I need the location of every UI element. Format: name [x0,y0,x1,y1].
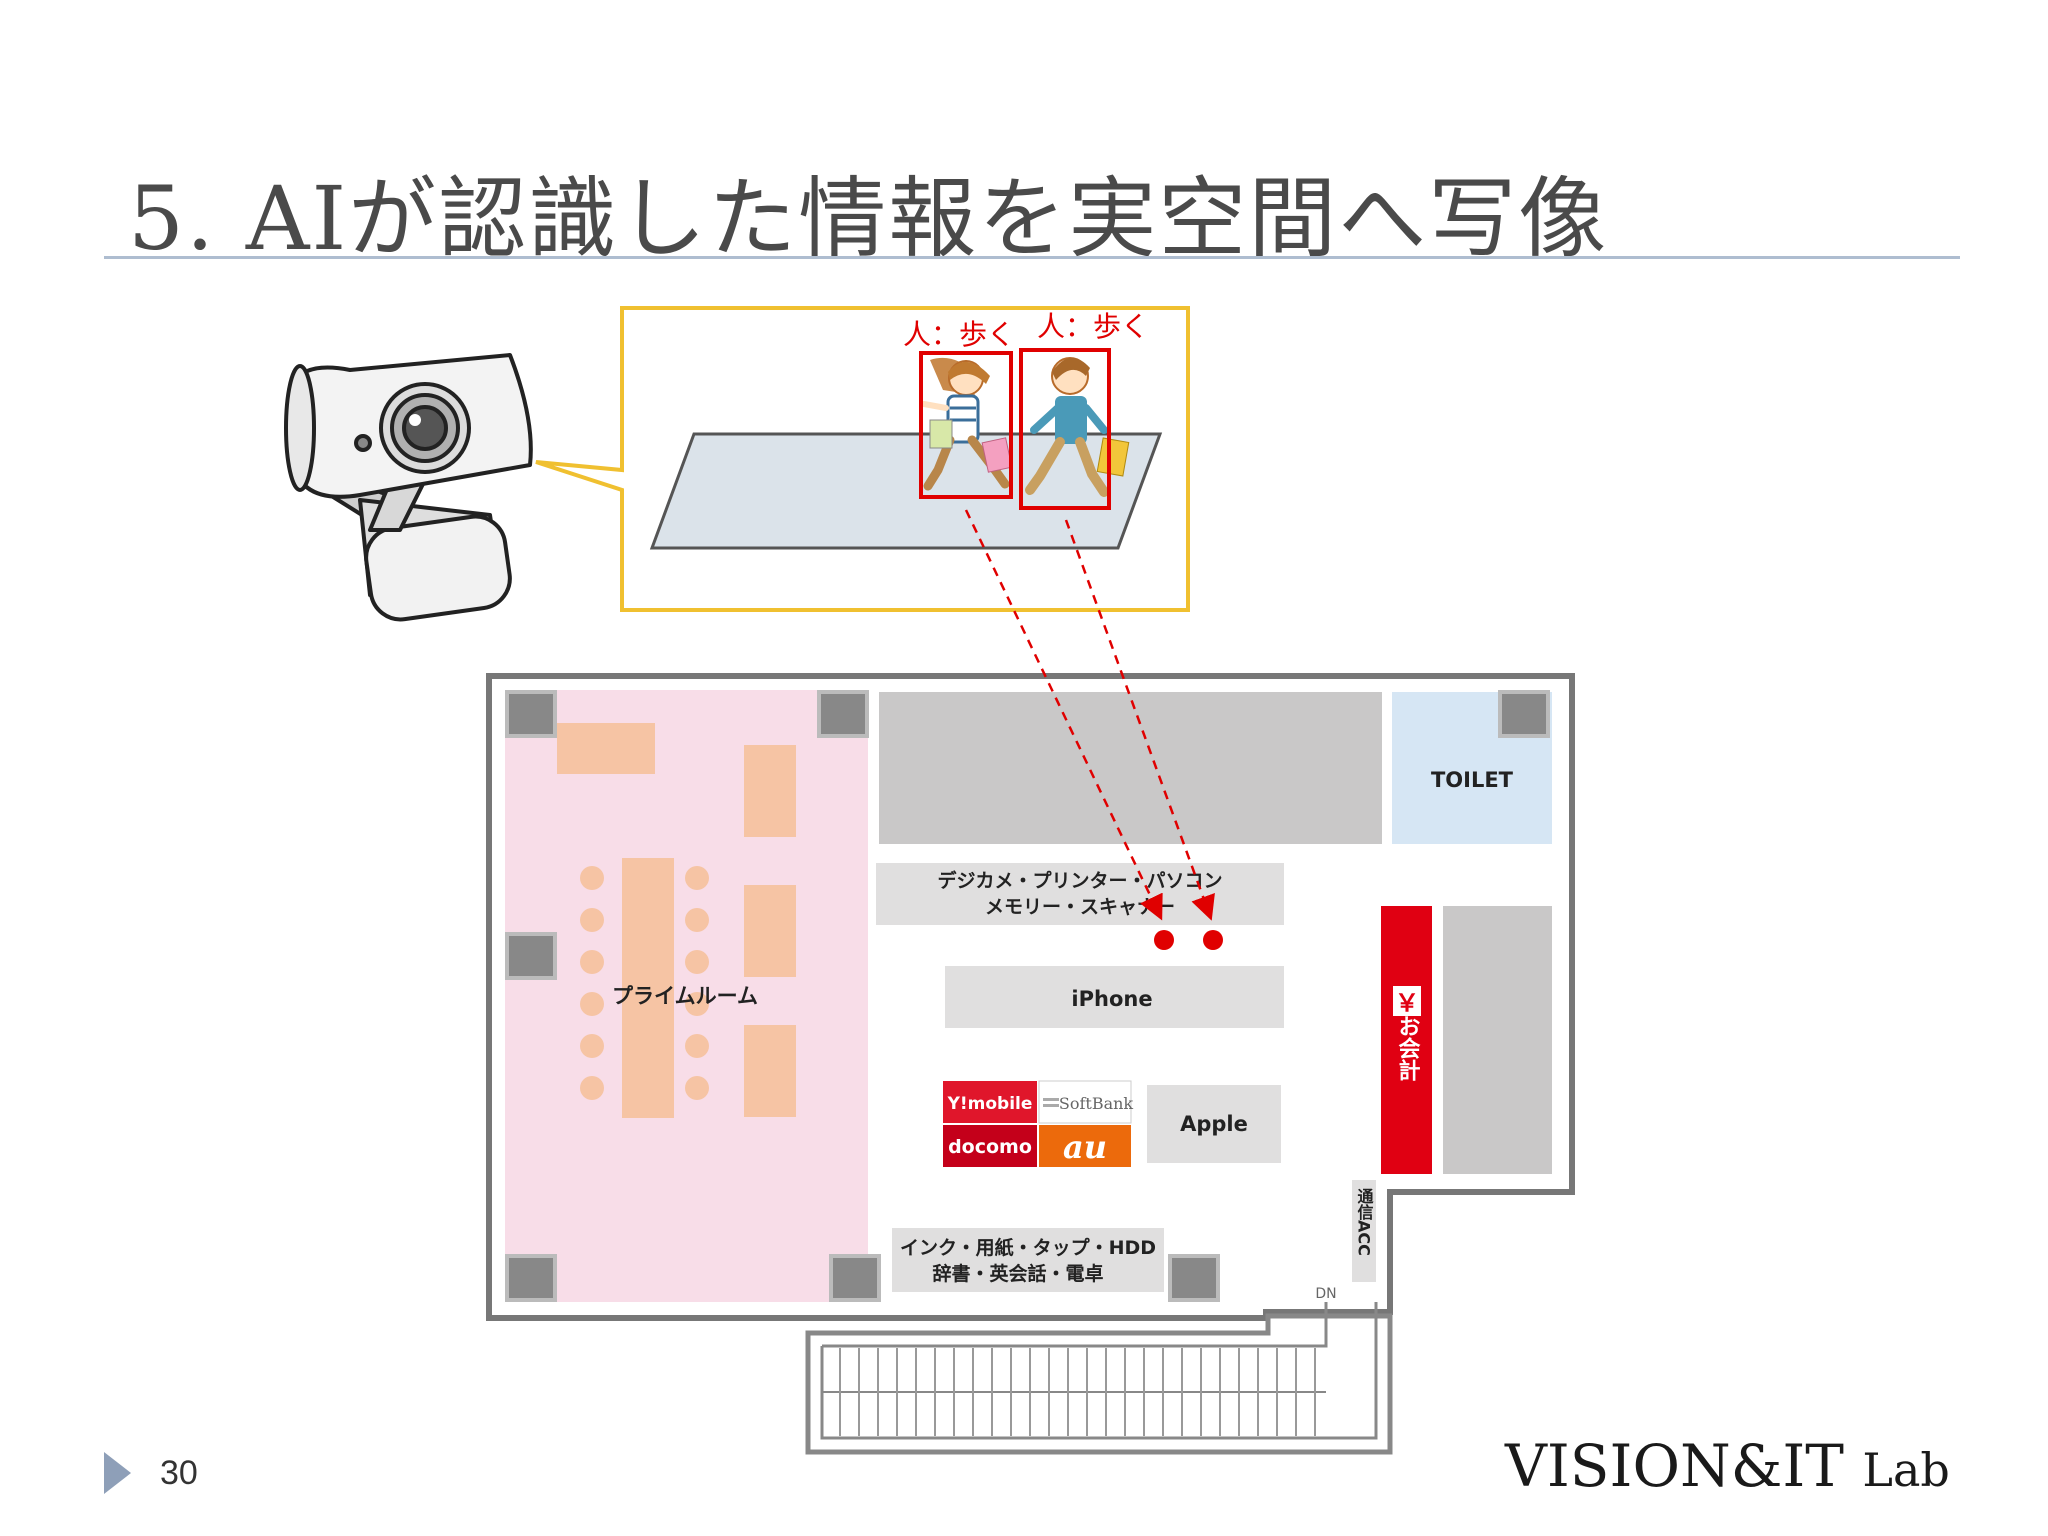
apple-label: Apple [1180,1112,1248,1136]
mapped-position-2 [1203,930,1223,950]
slide-title: 5. AIが認識した情報を実空間へ写像 [128,167,1609,270]
checkout-counter [1381,906,1432,1174]
brand-lab: Lab [1862,1443,1950,1497]
footer-triangle-icon [104,1452,131,1494]
prime-room-furniture [557,723,796,1118]
svg-text:お会計: お会計 [1395,1015,1421,1081]
mapped-position-1 [1154,930,1174,950]
digicam-shelf [876,863,1284,925]
webcam-icon [284,353,533,622]
digicam-label-2: メモリー・スキャナー [985,896,1175,918]
detection-label-2: 人：歩く [1037,310,1149,343]
comm-acc-label: 通信ACC [1355,1188,1374,1256]
floor-area [649,432,1163,550]
back-wall-shelf [879,692,1382,844]
digicam-label-1: デジカメ・プリンター・パソコン [937,869,1222,892]
right-wall-shelf [1443,906,1552,1174]
docomo-logo: docomo [948,1136,1032,1158]
title-divider [104,256,1960,259]
brand-main: VISION&IT [1505,1432,1844,1500]
iphone-shelf [945,966,1284,1028]
ink-shelf [892,1228,1164,1292]
detection-box-1 [919,351,1013,499]
camera-view-callout: 人：歩く 人：歩く [535,306,1190,612]
ink-label-1: インク・用紙・タップ・HDD [900,1236,1156,1259]
detection-label-1: 人：歩く [903,318,1015,351]
pillars [505,690,1550,1302]
detection-box-2 [1019,348,1111,510]
prime-room-label: プライムルーム [612,984,758,1008]
ymobile-logo: Y!mobile [947,1094,1033,1114]
floor-plan: プライムルーム TOILET デジカメ・プリンター・パソコン メモリー・スキャナ… [486,673,1575,1455]
yen-icon: ￥ [1395,989,1419,1017]
au-logo: au [1063,1128,1107,1166]
walking-man-figure [1025,357,1130,497]
projection-arrows [964,509,1215,921]
softbank-logo: SoftBank [1059,1094,1134,1113]
stairs-dn-label: DN [1315,1286,1336,1302]
iphone-label: iPhone [1071,987,1152,1011]
ink-label-2: 辞書・英会話・電卓 [932,1262,1103,1285]
staircase [805,1302,1393,1455]
prime-room-area [505,690,868,1302]
toilet-label: TOILET [1431,768,1514,792]
comm-acc-shelf [1352,1180,1376,1282]
page-number: 30 [160,1454,198,1492]
brand-logo: VISION&IT Lab [1505,1432,1950,1500]
apple-shelf [1147,1085,1281,1163]
walking-woman-figure [921,357,1013,491]
carrier-logos: Y!mobile SoftBank docomo au [943,1080,1134,1167]
checkout-label: お会計 [1395,1015,1421,1081]
